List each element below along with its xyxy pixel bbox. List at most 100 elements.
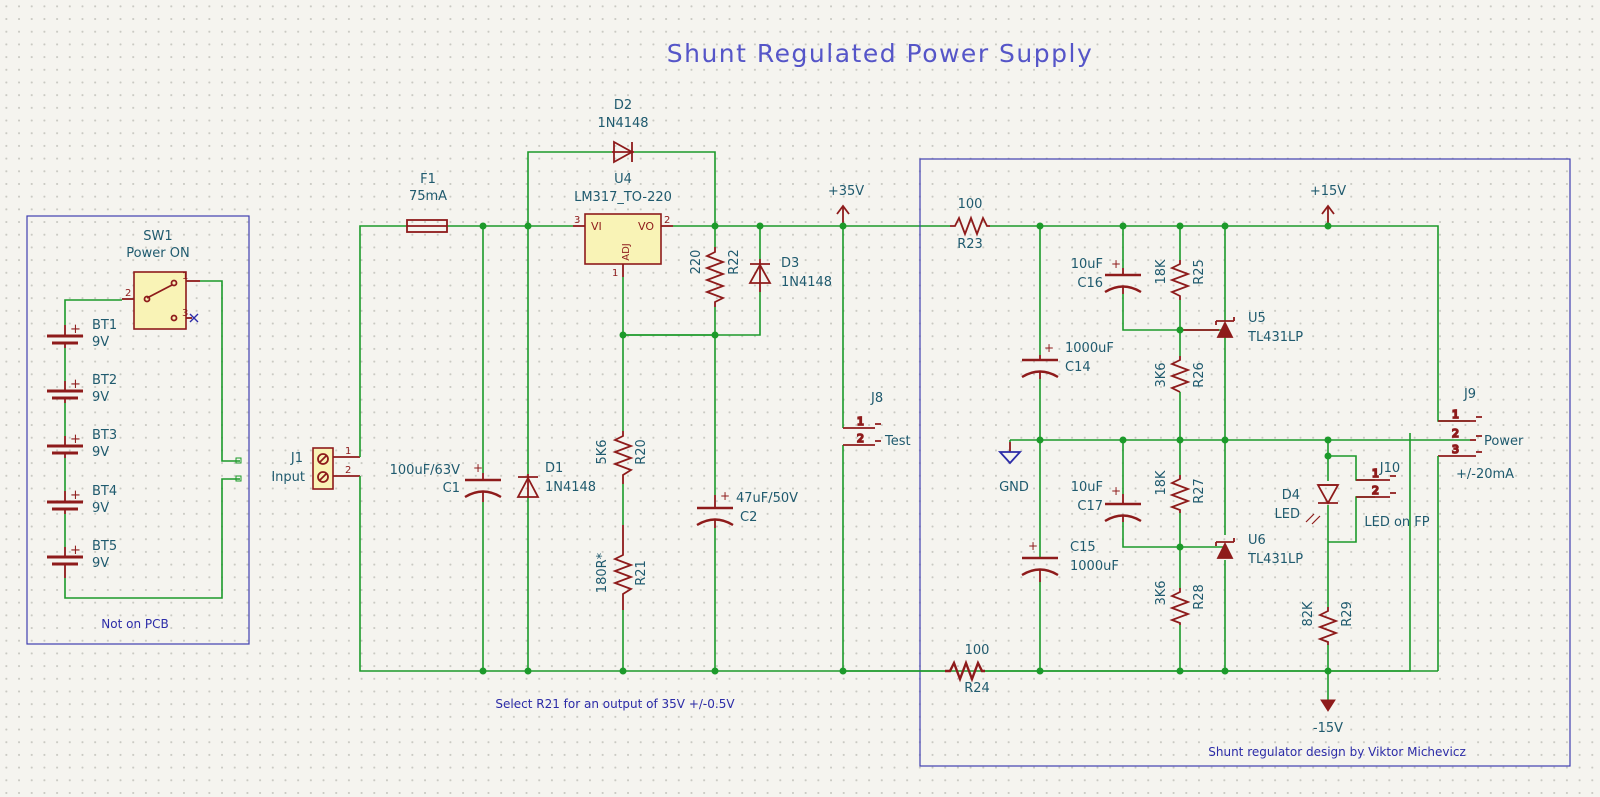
svg-text:+: + [473, 461, 483, 475]
j9-ref: J9 [1463, 387, 1476, 402]
capacitor-c17[interactable] [1104, 494, 1142, 523]
svg-text:+: + [70, 543, 81, 558]
svg-text:2: 2 [857, 432, 864, 445]
svg-text:2: 2 [1452, 427, 1459, 440]
shunt-credit-note: Shunt regulator design by Viktor Michevi… [1208, 745, 1466, 759]
svg-text:+: + [70, 377, 81, 392]
svg-text:VI: VI [591, 220, 602, 233]
c1-ref: C1 [443, 481, 460, 496]
resistor-r21[interactable] [612, 525, 634, 610]
u6-value: TL431LP [1247, 552, 1303, 567]
bt3-value: 9V [92, 445, 109, 460]
d1-ref: D1 [545, 461, 563, 476]
led-d4[interactable] [1305, 484, 1340, 525]
d4-value: LED [1275, 507, 1300, 522]
svg-text:2: 2 [1372, 484, 1379, 497]
resistor-r25[interactable] [1169, 260, 1191, 300]
bt2-ref: BT2 [92, 373, 117, 388]
svg-text:+: + [720, 489, 730, 503]
resistor-r28[interactable] [1169, 588, 1191, 625]
shunt-u6[interactable] [1215, 538, 1235, 559]
r21-ref: R21 [634, 560, 649, 586]
r21-value: 180R* [595, 552, 610, 593]
regulator-u4[interactable]: VI VO ADJ 3 2 1 [573, 213, 673, 279]
resistor-r27[interactable] [1169, 475, 1191, 513]
svg-text:1: 1 [612, 268, 618, 279]
r24-ref: R24 [964, 681, 990, 696]
diode-d1[interactable] [516, 474, 540, 498]
capacitor-c1[interactable] [464, 473, 502, 502]
capacitor-c2[interactable] [696, 495, 734, 528]
diode-d3[interactable] [748, 259, 772, 292]
bt2-value: 9V [92, 390, 109, 405]
resistor-r24[interactable] [945, 659, 985, 683]
svg-text:+: + [1028, 539, 1038, 553]
resistor-r26[interactable] [1169, 356, 1191, 393]
d2-ref: D2 [614, 98, 632, 113]
resistor-r22[interactable] [704, 247, 726, 307]
bt5-value: 9V [92, 556, 109, 571]
c15-ref: C15 [1070, 540, 1096, 555]
r20-value: 5K6 [595, 439, 610, 464]
c16-value: 10uF [1071, 257, 1103, 272]
connector-j1[interactable]: 1 2 [312, 446, 360, 490]
plus15v-label: +15V [1310, 184, 1346, 199]
schematic-title: Shunt Regulated Power Supply [667, 39, 1094, 68]
r29-ref: R29 [1340, 601, 1355, 627]
battery-bt2[interactable] [47, 381, 83, 403]
r27-ref: R27 [1192, 478, 1207, 504]
gnd-symbol [997, 442, 1023, 465]
r22-value: 220 [689, 250, 704, 275]
battery-bt5[interactable] [47, 547, 83, 578]
switch-sw1[interactable]: 1 2 3 [122, 271, 200, 330]
battery-bt4[interactable] [47, 491, 83, 514]
j10-value: LED on FP [1364, 515, 1429, 530]
r25-ref: R25 [1192, 259, 1207, 285]
d3-value: 1N4148 [781, 275, 832, 290]
c17-value: 10uF [1071, 480, 1103, 495]
svg-text:1: 1 [1452, 408, 1459, 421]
fuse-f1[interactable] [406, 219, 448, 233]
bt4-value: 9V [92, 501, 109, 516]
r28-ref: R28 [1192, 584, 1207, 610]
svg-text:1: 1 [857, 415, 864, 428]
svg-text:1: 1 [1372, 467, 1379, 480]
bt1-ref: BT1 [92, 318, 117, 333]
connector-j10[interactable]: 1 2 [1356, 466, 1396, 498]
f1-value: 75mA [409, 189, 447, 204]
u4-ref: U4 [614, 172, 632, 187]
svg-text:2: 2 [125, 288, 131, 299]
svg-text:2: 2 [345, 465, 351, 476]
battery-bt3[interactable] [47, 436, 83, 458]
bt3-ref: BT3 [92, 428, 117, 443]
r26-value: 3K6 [1154, 362, 1169, 387]
connector-j9[interactable]: 1 2 3 [1438, 407, 1482, 457]
resistor-r29[interactable] [1317, 607, 1339, 645]
minus15v-label: -15V [1313, 721, 1343, 736]
resistor-r20[interactable] [612, 431, 634, 484]
svg-text:2: 2 [664, 215, 670, 226]
capacitor-c16[interactable] [1104, 268, 1142, 294]
j1-value: Input [271, 470, 305, 485]
not-on-pcb-box [26, 215, 250, 645]
capacitor-c15[interactable] [1021, 556, 1059, 582]
c2-ref: C2 [740, 510, 757, 525]
u5-ref: U5 [1248, 311, 1266, 326]
svg-text:1: 1 [345, 446, 351, 457]
d4-ref: D4 [1282, 488, 1300, 503]
connector-j8[interactable]: 1 2 [843, 414, 881, 446]
d1-value: 1N4148 [545, 480, 596, 495]
battery-bt1[interactable] [47, 325, 83, 348]
bt4-ref: BT4 [92, 484, 117, 499]
r28-value: 3K6 [1154, 580, 1169, 605]
r27-value: 18K [1154, 470, 1169, 496]
bt5-ref: BT5 [92, 539, 117, 554]
svg-text:+: + [1044, 341, 1054, 355]
diode-d2[interactable] [612, 140, 634, 164]
capacitor-c14[interactable] [1021, 355, 1059, 379]
resistor-r23[interactable] [950, 215, 990, 237]
u6-ref: U6 [1248, 533, 1266, 548]
shunt-u5[interactable] [1180, 317, 1235, 338]
svg-text:VO: VO [638, 220, 654, 233]
r29-value: 82K [1301, 601, 1316, 627]
